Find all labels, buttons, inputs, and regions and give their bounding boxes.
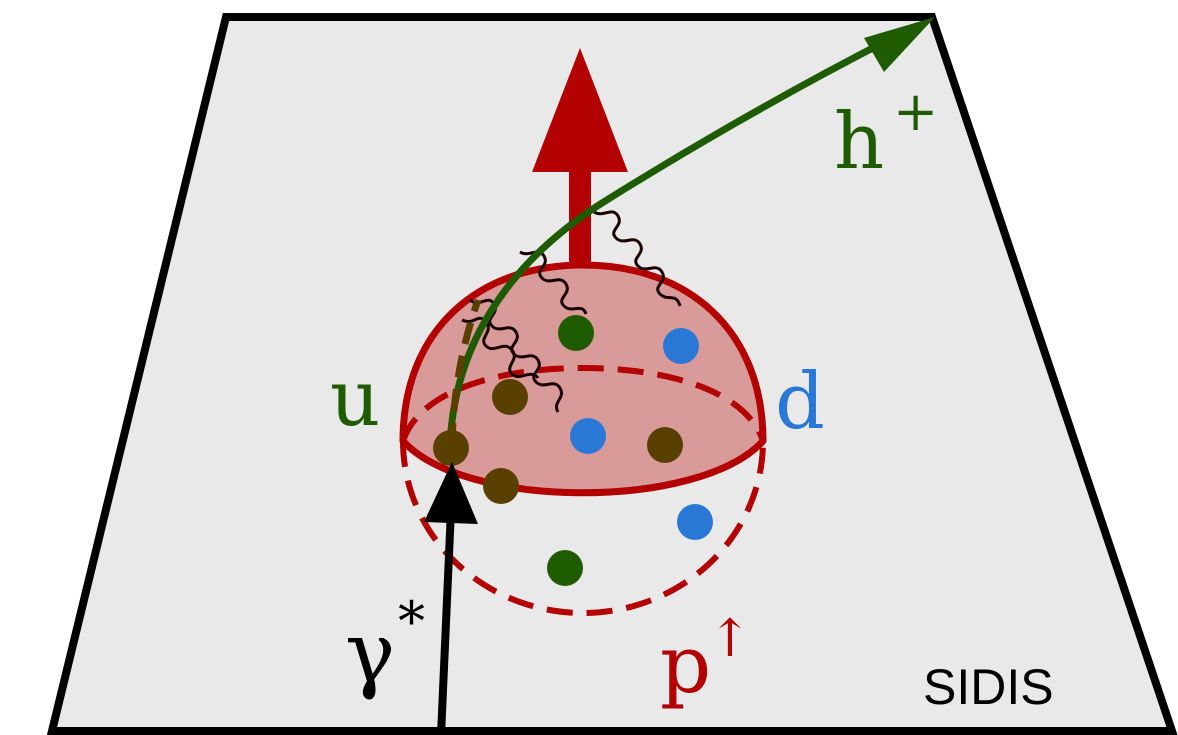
quark-green-top xyxy=(558,315,594,351)
label-photon: γ xyxy=(345,604,395,702)
quark-brown-low xyxy=(483,468,519,504)
label-process: SIDIS xyxy=(923,659,1054,715)
quark-blue-low xyxy=(677,504,713,540)
label-quark-d: d xyxy=(775,357,825,447)
label-quark-u: u xyxy=(330,354,380,444)
quark-brown-left xyxy=(492,379,528,415)
quark-brown-struck xyxy=(433,430,469,466)
label-hadron-charge: + xyxy=(893,80,938,143)
label-hadron: h xyxy=(834,97,884,187)
quark-blue-mid xyxy=(570,418,606,454)
label-proton: p xyxy=(660,618,711,711)
quark-brown-right xyxy=(647,427,683,463)
label-proton-spin: ↑ xyxy=(708,609,752,669)
quark-blue-top xyxy=(663,328,699,364)
label-photon-star: * xyxy=(398,590,425,653)
quark-green-low xyxy=(547,550,583,586)
